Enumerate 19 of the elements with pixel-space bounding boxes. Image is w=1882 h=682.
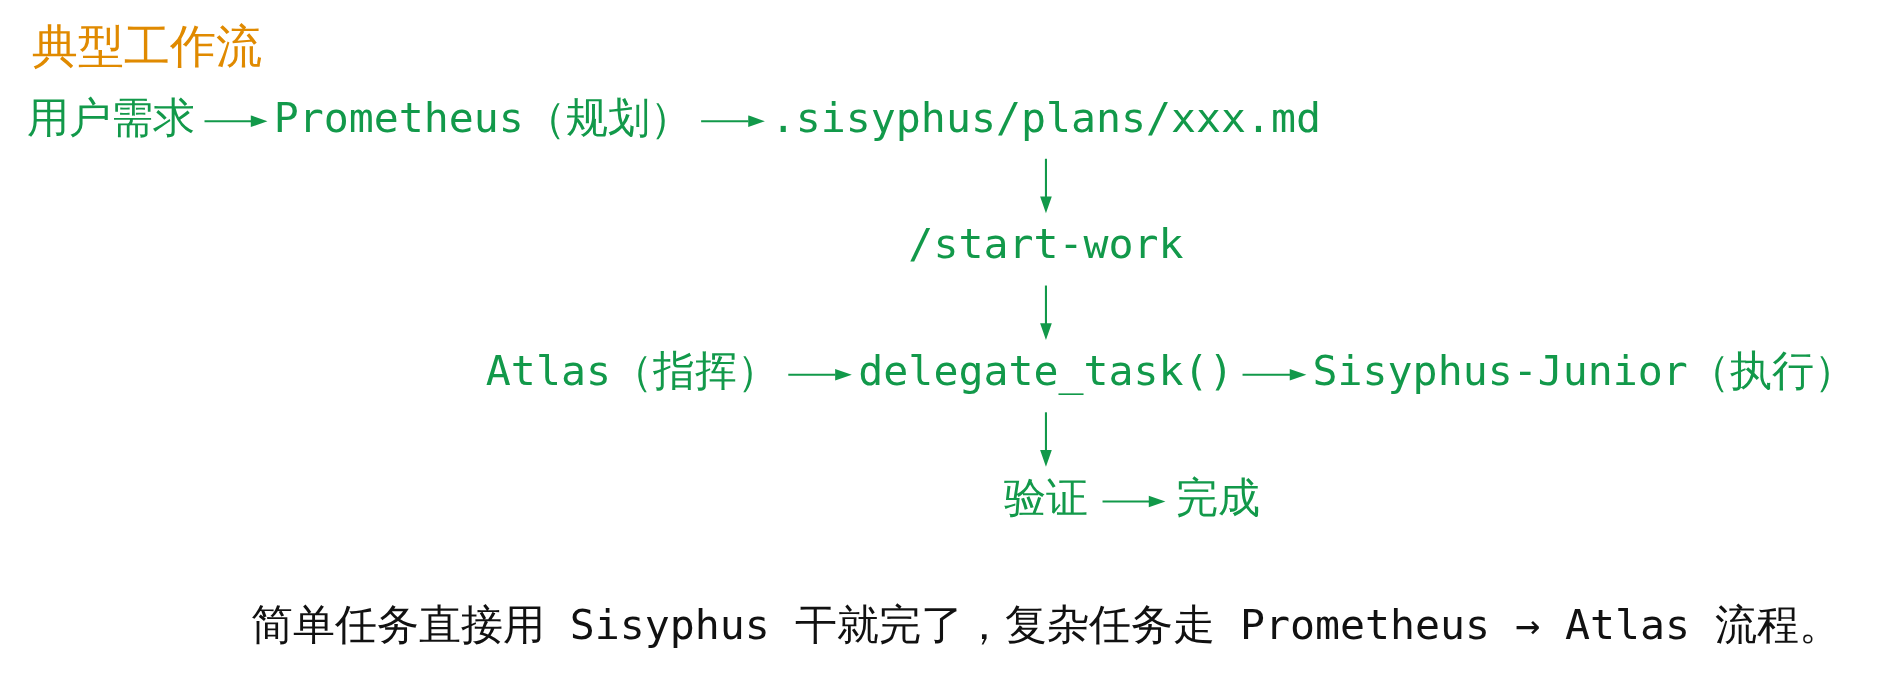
diagram-title: 典型工作流 — [32, 19, 263, 73]
node-text: Prometheus（规划） — [273, 92, 692, 142]
caption: 简单任务直接用 Sisyphus 干就完了，复杂任务走 Prometheus → Atlas 流程。 — [250, 599, 1842, 649]
arrow — [788, 368, 852, 381]
node-text: delegate_task() — [858, 345, 1234, 395]
arrow — [701, 114, 765, 127]
arrow — [1102, 495, 1166, 507]
arrow — [1040, 158, 1052, 213]
arrow — [1242, 368, 1307, 381]
node-text: .sisyphus/plans/xxx.md — [770, 92, 1322, 142]
arrow — [204, 114, 268, 127]
node-text: 完成 — [1176, 472, 1261, 522]
node-text: 用户需求 — [26, 92, 195, 142]
node-text: Sisyphus-Junior（执行） — [1312, 345, 1856, 395]
node-text: Atlas（指挥） — [485, 345, 779, 395]
node-text: 验证 — [1003, 472, 1088, 522]
arrow — [1040, 285, 1052, 340]
arrow — [1040, 411, 1052, 467]
node-text: /start-work — [908, 218, 1184, 268]
